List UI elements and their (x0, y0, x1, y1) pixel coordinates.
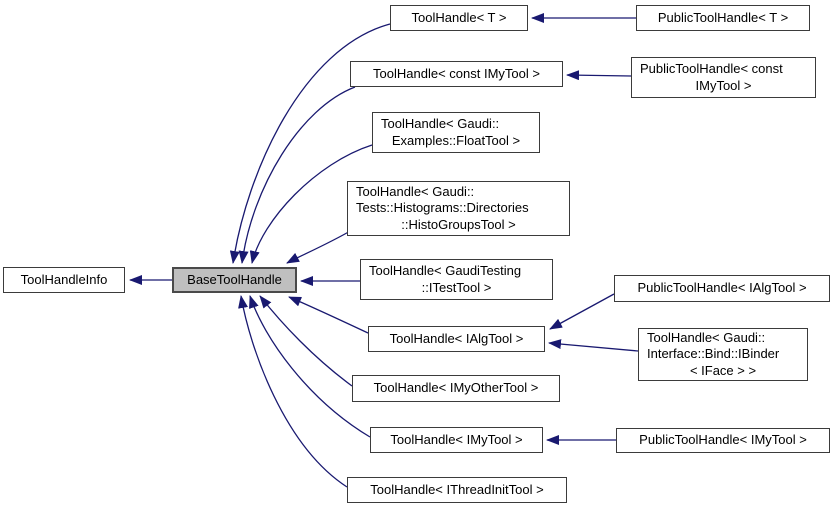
node-label-line: ToolHandle< IMyOtherTool > (373, 380, 539, 396)
node-label-line: Examples::FloatTool > (391, 132, 521, 148)
node-label-line: ToolHandle< Gaudi:: (381, 116, 500, 131)
node-label-line: BaseToolHandle (187, 271, 282, 287)
node-label-line: ToolHandle< IAlgTool > (389, 330, 524, 346)
node-toolhandle-histogroupstool[interactable]: ToolHandle< Gaudi::Tests::Histograms::Di… (347, 181, 570, 236)
node-public-toolhandle-imytool[interactable]: PublicToolHandle< IMyTool > (616, 428, 830, 453)
node-label-line: ToolHandle< Gaudi:: (647, 329, 766, 345)
node-label-line: ToolHandleInfo (20, 271, 108, 287)
node-toolhandle-t[interactable]: ToolHandle< T > (390, 5, 528, 31)
node-label-line: Interface::Bind::IBinder (647, 346, 780, 362)
node-toolhandleinfo[interactable]: ToolHandleInfo (3, 267, 125, 293)
edge-public-toolhandle-const-imytool-to-toolhandle-const-imytool (566, 70, 632, 81)
node-toolhandle-ithreadinittool[interactable]: ToolHandle< IThreadInitTool > (347, 477, 567, 503)
node-label-line: PublicToolHandle< IAlgTool > (637, 280, 807, 296)
node-label-line: ToolHandle< const IMyTool > (373, 65, 540, 81)
node-toolhandle-ialgtool[interactable]: ToolHandle< IAlgTool > (368, 326, 545, 352)
node-label-line: Tests::Histograms::Directories (356, 200, 529, 216)
edge-toolhandle-ibinder-to-toolhandle-ialgtool (548, 339, 639, 352)
node-toolhandle-floattool[interactable]: ToolHandle< Gaudi::Examples::FloatTool > (372, 112, 540, 153)
node-toolhandle-ibinder[interactable]: ToolHandle< Gaudi::Interface::Bind::IBin… (638, 328, 808, 381)
node-label-line: < IFace > > (689, 362, 757, 378)
node-label-line: PublicToolHandle< T > (657, 9, 789, 25)
node-label-line: ToolHandle< T > (411, 9, 507, 25)
node-label-line: PublicToolHandle< IMyTool > (639, 432, 807, 448)
edge-toolhandle-const-imytool-to-basetoolhandle (238, 86, 356, 264)
node-toolhandle-itesttool[interactable]: ToolHandle< GaudiTesting::ITestTool > (360, 259, 553, 300)
node-label-line: ToolHandle< IMyTool > (390, 431, 523, 447)
node-label-line: ::ITestTool > (421, 279, 492, 295)
node-label-line: IMyTool > (695, 77, 752, 93)
node-label-line: ToolHandle< IThreadInitTool > (370, 481, 544, 497)
edge-toolhandle-ialgtool-to-basetoolhandle (288, 296, 369, 334)
node-basetoolhandle: BaseToolHandle (172, 267, 297, 293)
edge-toolhandle-ithreadinittool-to-basetoolhandle (238, 295, 348, 488)
node-toolhandle-imyothertool[interactable]: ToolHandle< IMyOtherTool > (352, 375, 560, 402)
edge-toolhandle-imytool-to-basetoolhandle (249, 295, 371, 438)
edge-public-toolhandle-ialgtool-to-toolhandle-ialgtool (549, 293, 615, 330)
node-label-line: ::HistoGroupsTool > (401, 216, 516, 232)
edge-toolhandle-imyothertool-to-basetoolhandle (259, 295, 353, 387)
node-public-toolhandle-ialgtool[interactable]: PublicToolHandle< IAlgTool > (614, 275, 830, 302)
node-label-line: ToolHandle< Gaudi:: (356, 183, 475, 199)
node-toolhandle-const-imytool[interactable]: ToolHandle< const IMyTool > (350, 61, 563, 87)
node-label-line: ToolHandle< GaudiTesting (369, 263, 522, 278)
node-label-line: PublicToolHandle< const (640, 61, 783, 76)
edge-toolhandle-histogroupstool-to-basetoolhandle (286, 229, 353, 264)
node-toolhandle-imytool[interactable]: ToolHandle< IMyTool > (370, 427, 543, 453)
node-public-toolhandle-t[interactable]: PublicToolHandle< T > (636, 5, 810, 31)
